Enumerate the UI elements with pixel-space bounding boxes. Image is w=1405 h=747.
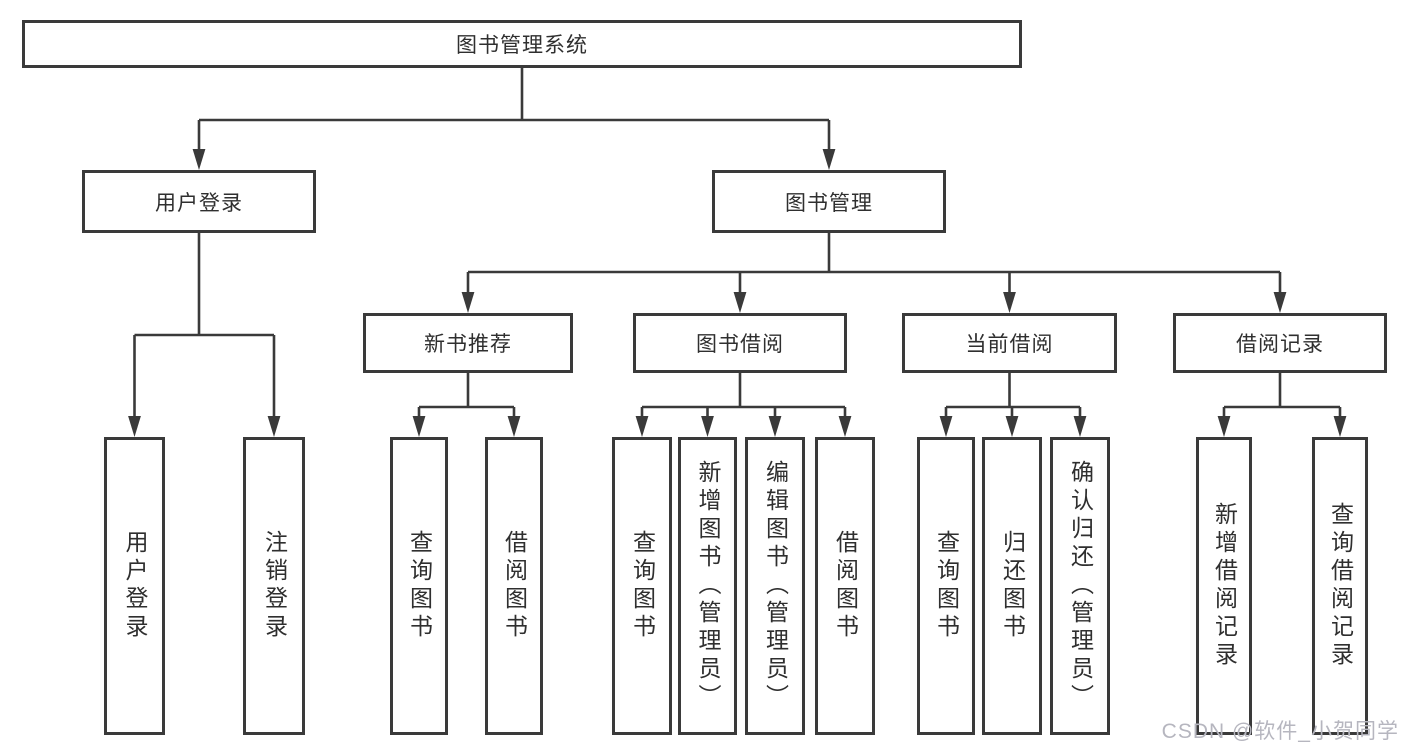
node-add-books-admin: 新增图书（管理员） [678,437,737,735]
node-query-books-current: 查询图书 [917,437,975,735]
node-book-management: 图书管理 [712,170,946,233]
node-query-borrow-record: 查询借阅记录 [1312,437,1368,735]
node-borrow-books-recommend: 借阅图书 [485,437,543,735]
node-library-management-system: 图书管理系统 [22,20,1022,68]
node-confirm-return-admin: 确认归还（管理员） [1050,437,1110,735]
node-query-books-recommend: 查询图书 [390,437,448,735]
node-borrowing-records: 借阅记录 [1173,313,1387,373]
node-user-login: 用户登录 [82,170,316,233]
node-user-login-leaf: 用户登录 [104,437,165,735]
node-return-books: 归还图书 [982,437,1042,735]
node-logout: 注销登录 [243,437,305,735]
node-current-borrowing: 当前借阅 [902,313,1117,373]
node-book-borrowing: 图书借阅 [633,313,847,373]
csdn-watermark: CSDN @软件_小贺同学 [1161,720,1399,743]
node-add-borrow-record: 新增借阅记录 [1196,437,1252,735]
node-edit-books-admin: 编辑图书（管理员） [745,437,805,735]
node-new-book-recommendation: 新书推荐 [363,313,573,373]
node-query-books-borrowing: 查询图书 [612,437,672,735]
node-borrow-books-borrowing: 借阅图书 [815,437,875,735]
